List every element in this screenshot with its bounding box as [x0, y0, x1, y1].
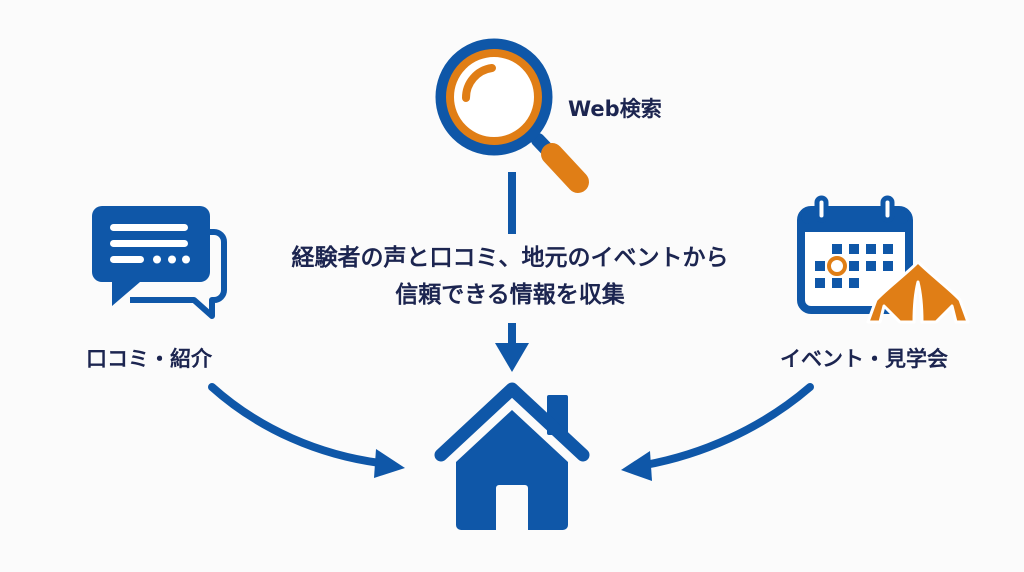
calendar-icon	[797, 195, 913, 314]
center-caption-line2: 信頼できる情報を収集	[395, 282, 625, 308]
event-label: イベント・見学会	[780, 347, 948, 371]
tent-icon	[866, 260, 970, 324]
down-arrow-icon	[495, 323, 529, 372]
arrow-event-to-house	[621, 383, 814, 481]
house-icon	[434, 382, 590, 530]
chat-bubbles-icon	[92, 206, 227, 319]
web-search-label: Web検索	[568, 97, 662, 121]
web-connector-line	[508, 172, 516, 234]
arrow-kuchikomi-to-house	[208, 383, 405, 478]
center-caption: 経験者の声と口コミ、地元のイベントから 信頼できる情報を収集	[255, 240, 765, 314]
kuchikomi-label: 口コミ・紹介	[86, 347, 212, 371]
magnifier-icon	[435, 38, 589, 193]
center-caption-line1: 経験者の声と口コミ、地元のイベントから	[291, 245, 729, 271]
